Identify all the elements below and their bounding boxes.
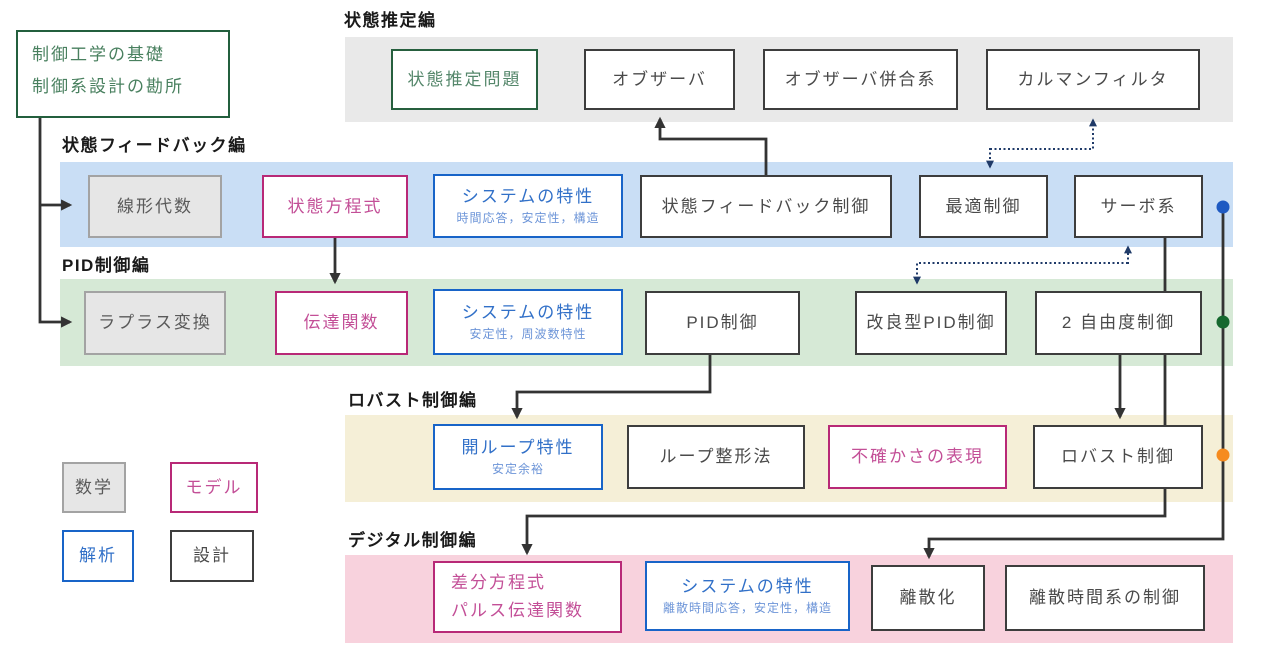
node-two-dof-control: 2 自由度制御	[1035, 291, 1202, 355]
node-sublabel: 安定性，周波数特性	[469, 326, 587, 341]
node-label: ループ整形法	[659, 447, 773, 467]
node-label: システムの特性	[461, 303, 595, 323]
node-system-properties-state: システムの特性 時間応答，安定性，構造	[433, 174, 623, 238]
node-label: 最適制御	[945, 196, 1022, 216]
node-system-properties-discrete: システムの特性 離散時間応答，安定性，構造	[645, 561, 850, 631]
node-state-equation: 状態方程式	[262, 175, 408, 238]
node-transfer-function: 伝達関数	[275, 291, 408, 355]
legend-model: モデル	[170, 462, 258, 513]
route-dot-blue	[1216, 200, 1230, 214]
node-laplace-transform: ラプラス変換	[84, 291, 226, 355]
node-label: 差分方程式	[451, 572, 546, 592]
legend-label: モデル	[185, 477, 243, 497]
intro-line-2: 制御系設計の勘所	[32, 77, 184, 96]
legend-label: 数学	[75, 477, 113, 497]
dotted-optimal-control-to-kalman	[990, 118, 1097, 150]
intro-line-1: 制御工学の基礎	[32, 45, 165, 64]
legend-label: 解析	[79, 546, 117, 566]
node-label: 状態方程式	[287, 196, 383, 216]
title-digital-control: デジタル制御編	[348, 531, 478, 550]
arrow-state-feedback-to-observer	[654, 116, 768, 175]
node-robust-control: ロバスト制御	[1033, 425, 1203, 489]
node-label: カルマンフィルタ	[1017, 69, 1169, 89]
node-label: システムの特性	[681, 577, 814, 597]
node-pid-control: PID制御	[645, 291, 800, 355]
node-label: 不確かさの表現	[851, 447, 984, 467]
node-label: 離散化	[899, 588, 957, 608]
node-label-2: パルス伝達関数	[451, 601, 584, 620]
legend-design: 設計	[170, 530, 254, 582]
node-state-estimation-problem: 状態推定問題	[391, 49, 538, 110]
node-label: 線形代数	[117, 196, 193, 216]
node-difference-equation: 差分方程式 パルス伝達関数	[433, 561, 622, 633]
node-label: 状態推定問題	[407, 69, 522, 89]
route-dot-orange	[1216, 448, 1230, 462]
node-label: オブザーバ	[612, 69, 707, 89]
node-linear-algebra: 線形代数	[88, 175, 222, 238]
node-loop-shaping: ループ整形法	[627, 425, 805, 489]
node-label: PID制御	[686, 313, 759, 333]
route-dot-green	[1216, 315, 1230, 329]
node-label: システムの特性	[461, 187, 595, 207]
dotted-servo-to-improved-pid	[913, 262, 1128, 285]
node-label: オブザーバ併合系	[784, 69, 937, 89]
title-robust-control: ロバスト制御編	[348, 391, 478, 410]
intro-box: 制御工学の基礎 制御系設計の勘所	[16, 30, 230, 118]
node-label: ロバスト制御	[1061, 447, 1175, 467]
node-sublabel: 時間応答，安定性，構造	[456, 210, 600, 225]
node-sublabel: 安定余裕	[491, 461, 544, 476]
node-label: 2 自由度制御	[1061, 313, 1176, 333]
node-servo-system: サーボ系	[1074, 175, 1203, 238]
node-improved-pid-control: 改良型PID制御	[855, 291, 1007, 355]
node-observer-combined-system: オブザーバ併合系	[763, 49, 958, 110]
node-open-loop-properties: 開ループ特性 安定余裕	[433, 424, 603, 490]
node-observer: オブザーバ	[584, 49, 735, 110]
node-state-feedback-control: 状態フィードバック制御	[640, 175, 892, 238]
node-sublabel: 離散時間応答，安定性，構造	[662, 600, 832, 615]
node-label: 離散時間系の制御	[1029, 588, 1181, 608]
title-pid-control: PID制御編	[62, 256, 151, 275]
node-optimal-control: 最適制御	[919, 175, 1048, 238]
node-system-properties-freq: システムの特性 安定性，周波数特性	[433, 289, 623, 355]
node-label: サーボ系	[1100, 196, 1177, 216]
connector-route-to-discretization	[923, 207, 1225, 560]
connector-intro-to-laplace-transform	[38, 118, 73, 328]
node-label: 開ループ特性	[461, 438, 575, 458]
node-label: ラプラス変換	[98, 313, 212, 333]
node-discretization: 離散化	[871, 565, 985, 631]
node-label: 改良型PID制御	[866, 313, 996, 333]
node-label: 状態フィードバック制御	[661, 196, 871, 216]
connector-servo-to-difference-equation	[521, 238, 1167, 556]
node-label: 伝達関数	[303, 313, 380, 333]
title-state-estimation: 状態推定編	[344, 11, 437, 30]
title-state-feedback: 状態フィードバック編	[62, 136, 247, 155]
legend-analysis: 解析	[62, 530, 134, 582]
arrow-pid-to-open-loop	[511, 355, 712, 420]
node-uncertainty-representation: 不確かさの表現	[828, 425, 1007, 489]
legend-label: 設計	[193, 546, 231, 566]
legend-math: 数学	[62, 462, 126, 513]
node-discrete-time-control: 離散時間系の制御	[1005, 565, 1205, 631]
node-kalman-filter: カルマンフィルタ	[986, 49, 1200, 110]
